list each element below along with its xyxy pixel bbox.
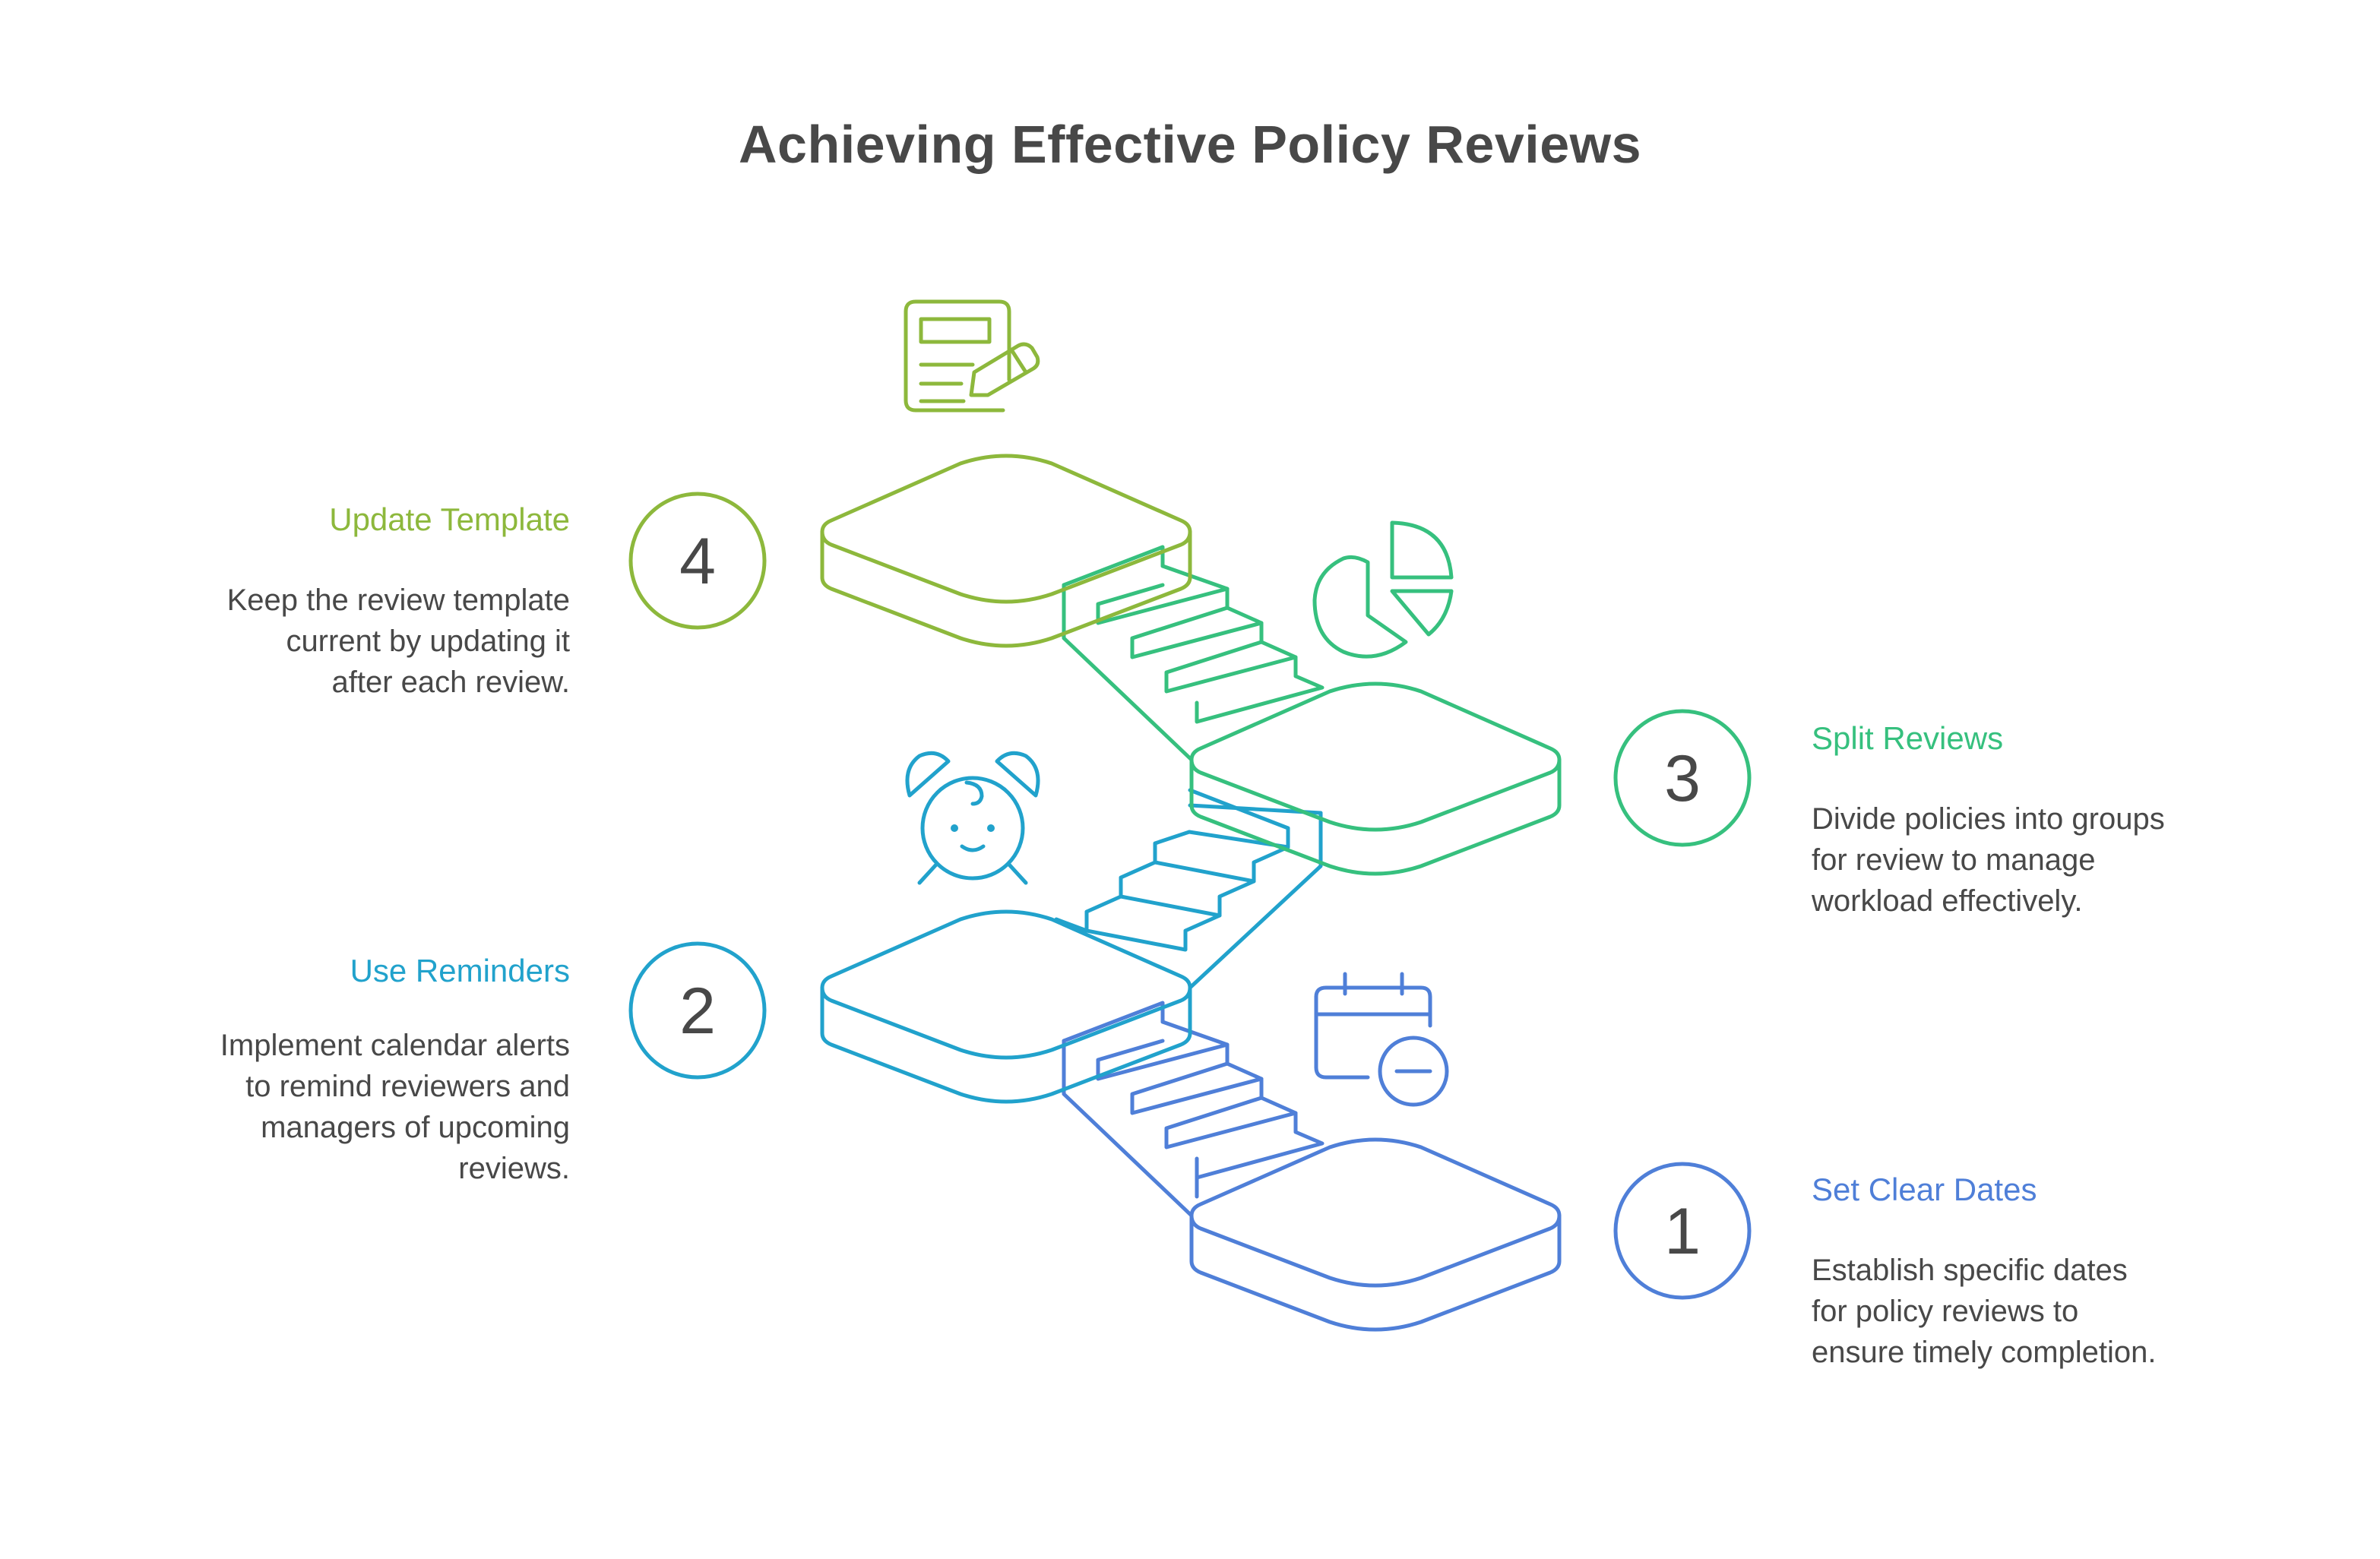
step-1-desc-line: ensure timely completion. [1812, 1336, 2157, 1369]
step-1-title: Set Clear Dates [1812, 1172, 2037, 1207]
svg-text:4: 4 [679, 525, 716, 598]
step-2-desc: Implement calendar alerts to remind revi… [220, 1025, 570, 1189]
step-number-1: 1 [1613, 1162, 1752, 1300]
document-edit-icon [904, 299, 1040, 413]
page-title: Achieving Effective Policy Reviews [738, 115, 1642, 174]
pie-chart-icon [1312, 520, 1454, 659]
step-2-desc-line: reviews. [458, 1152, 570, 1185]
step-3-desc-line: Divide policies into groups [1812, 802, 2165, 836]
step-2-desc-line: managers of upcoming [261, 1111, 570, 1144]
alarm-clock-icon [905, 751, 1040, 885]
step-number-3: 3 [1613, 709, 1752, 847]
platform-3 [1189, 681, 1562, 876]
step-2-title: Use Reminders [350, 953, 570, 988]
step-2-desc-line: to remind reviewers and [245, 1070, 570, 1103]
step-3-title: Split Reviews [1812, 720, 2004, 756]
step-1-desc-line: Establish specific dates [1812, 1254, 2128, 1287]
calendar-minus-icon [1314, 972, 1449, 1107]
svg-text:3: 3 [1664, 742, 1701, 815]
step-4-desc: Keep the review template current by upda… [227, 580, 570, 703]
step-3-desc-line: workload effectively. [1812, 884, 2083, 918]
step-2-desc-line: Implement calendar alerts [220, 1029, 570, 1062]
svg-text:1: 1 [1664, 1195, 1701, 1268]
stairs-3-to-2 [1054, 788, 1323, 990]
step-3-desc: Divide policies into groups for review t… [1812, 798, 2165, 922]
platform-4 [820, 454, 1192, 648]
platform-2 [820, 909, 1192, 1104]
step-1-desc: Establish specific dates for policy revi… [1812, 1250, 2157, 1373]
step-4-desc-line: after each review. [331, 666, 571, 699]
svg-text:2: 2 [679, 975, 716, 1048]
stairs-4-to-3 [1062, 545, 1325, 762]
step-number-2: 2 [628, 941, 767, 1080]
step-1-desc-line: for policy reviews to [1812, 1295, 2079, 1328]
step-4-title: Update Template [329, 501, 570, 537]
step-4-desc-line: Keep the review template [226, 583, 570, 617]
platform-1 [1189, 1137, 1562, 1332]
step-4-desc-line: current by updating it [286, 625, 570, 658]
stairs-2-to-1 [1062, 1001, 1325, 1218]
step-number-4: 4 [628, 492, 767, 630]
step-3-desc-line: for review to manage [1812, 843, 2096, 877]
